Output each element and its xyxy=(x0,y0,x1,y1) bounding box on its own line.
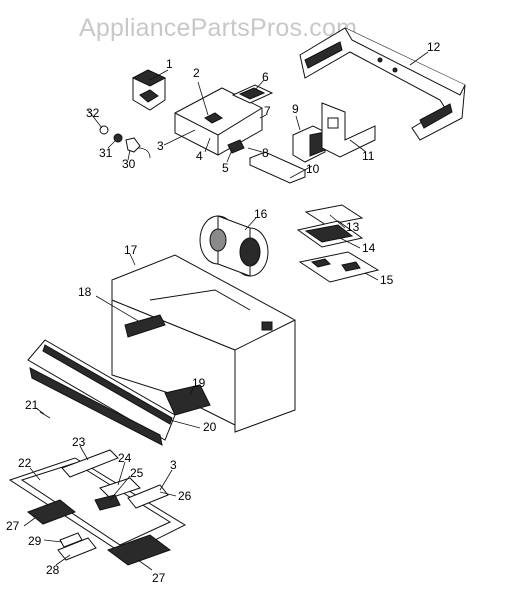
callout-17: 17 xyxy=(124,243,138,257)
callout-12: 12 xyxy=(427,40,441,54)
callout-18: 18 xyxy=(78,285,92,299)
part-16-blower xyxy=(199,215,269,277)
part-25-switch xyxy=(94,494,121,511)
callout-1: 1 xyxy=(166,57,173,71)
part-15-mounting-plate xyxy=(298,251,380,283)
part-14-filter-frame xyxy=(296,220,364,248)
callout-20: 20 xyxy=(203,420,217,434)
part-1-switch-box xyxy=(131,69,167,111)
part-21-screw xyxy=(39,411,51,419)
part-19-vent xyxy=(164,384,211,416)
part-4-control-box xyxy=(174,87,263,156)
callout-22: 22 xyxy=(18,456,32,470)
part-28-lens xyxy=(57,537,97,561)
callout-9: 9 xyxy=(292,102,299,116)
callout-8: 8 xyxy=(262,146,269,160)
callout-3: 3 xyxy=(157,139,164,153)
part-20-grille xyxy=(27,339,176,446)
callout-28: 28 xyxy=(46,563,60,577)
callout-27-left: 27 xyxy=(6,519,20,533)
callout-14: 14 xyxy=(362,241,376,255)
callout-19: 19 xyxy=(192,376,206,390)
part-18-bracket xyxy=(124,314,166,338)
part-6-plate xyxy=(231,84,274,104)
callout-2: 2 xyxy=(193,66,200,80)
callout-16: 16 xyxy=(254,207,268,221)
callout-31: 31 xyxy=(99,146,113,160)
callout-5: 5 xyxy=(222,161,229,175)
part-23-rail xyxy=(61,449,119,478)
callout-15: 15 xyxy=(380,273,394,287)
callout-11: 11 xyxy=(362,149,375,163)
callout-4: 4 xyxy=(196,149,203,163)
callout-30: 30 xyxy=(122,157,136,171)
callout-labels: 1 2 3 4 5 6 7 8 9 10 11 12 13 14 15 16 1… xyxy=(6,40,441,585)
part-30-knob xyxy=(125,137,151,159)
callout-13: 13 xyxy=(346,220,360,234)
leader-lines xyxy=(23,51,429,571)
callout-3b: 3 xyxy=(170,458,177,472)
callout-24: 24 xyxy=(118,451,132,465)
callout-32: 32 xyxy=(86,106,100,120)
part-22-bottom-pan xyxy=(8,457,187,556)
callout-6: 6 xyxy=(262,70,269,84)
part-27-filter-right xyxy=(106,534,172,566)
callout-21: 21 xyxy=(25,398,39,412)
part-11-bracket xyxy=(321,102,376,158)
part-26-bracket xyxy=(127,484,169,509)
part-12-bracket xyxy=(299,27,466,141)
callout-27-right: 27 xyxy=(152,571,166,585)
callout-25: 25 xyxy=(130,466,144,480)
part-10-channel xyxy=(248,151,307,184)
callout-26: 26 xyxy=(178,489,192,503)
callout-10: 10 xyxy=(306,162,320,176)
part-13-filter xyxy=(304,204,364,226)
callout-23: 23 xyxy=(72,435,86,449)
callout-29: 29 xyxy=(28,534,42,548)
callout-7: 7 xyxy=(264,104,271,118)
watermark-text: AppliancePartsPros.com xyxy=(79,14,358,42)
part-9-transformer xyxy=(292,125,326,163)
part-27-filter-left xyxy=(27,499,76,525)
